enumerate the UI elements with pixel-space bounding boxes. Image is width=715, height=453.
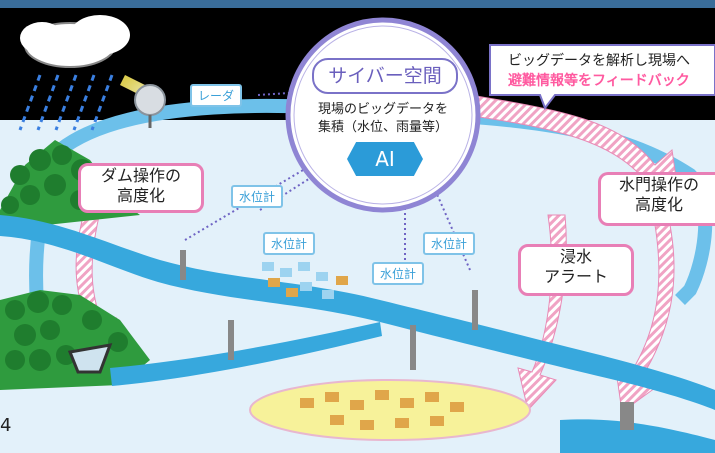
trees-bottom-left [5,291,128,371]
gate-line2: 高度化 [634,195,683,214]
radar-label: レーダ [190,84,243,107]
water-gauge-label-4: 水位計 [372,262,425,285]
gate-line1: 水門操作の [618,175,699,194]
branch-river [110,322,382,386]
callout-bubble [489,44,715,111]
callout-line1: ビッグデータを解析し現場へ [508,53,690,69]
houses-middle [262,262,334,299]
dam-operation-box: ダム操作の 高度化 [78,163,204,213]
lower-river [560,419,715,453]
ai-badge: AI [347,142,423,176]
main-river [0,215,715,410]
feedback-arrow-gate [615,224,675,413]
flood-line1: 浸水 [559,247,592,266]
callout-line2: 避難情報等をフィードバック [508,73,690,89]
water-gauges [180,250,634,430]
radar-dish [134,84,166,128]
cyber-space-title: サイバー空間 [312,58,458,94]
dam-line1: ダム操作の [100,166,181,185]
top-photo-strip [0,0,715,8]
water-gauge-label-1: 水位計 [231,185,284,208]
water-gauge-label-3: 水位計 [423,232,476,255]
rain-lines [18,74,114,131]
page-number: 4 [0,415,12,436]
dam-line2: 高度化 [116,186,165,205]
houses-middle-roofs [268,276,348,297]
dam [67,343,113,374]
rain-cloud [20,15,130,68]
cyber-desc-line1: 現場のビッグデータを [318,102,449,117]
water-gauge-label-2: 水位計 [263,232,316,255]
flood-alert-box: 浸水 アラート [518,244,634,296]
houses-lower [300,390,464,430]
gate-operation-box: 水門操作の 高度化 [598,172,715,226]
flood-line2: アラート [543,267,608,286]
village-lower [249,379,531,441]
cyber-desc-line2: 集積（水位、雨量等） [318,120,449,135]
